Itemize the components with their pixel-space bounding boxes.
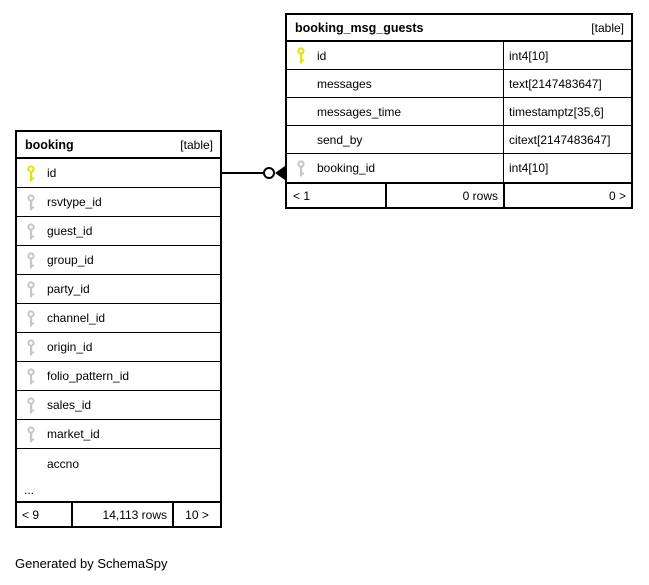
foreign-key-icon xyxy=(27,222,35,240)
column-name: booking_id xyxy=(317,161,376,175)
column-type: int4[10] xyxy=(503,154,631,182)
column-row: sales_id xyxy=(17,391,220,420)
column-name: party_id xyxy=(47,282,90,296)
foreign-key-icon xyxy=(27,251,35,269)
table-booking[interactable]: booking [table] id rsvtype_id guest_id xyxy=(15,130,222,528)
column-name: folio_pattern_id xyxy=(47,369,130,383)
column-name: messages xyxy=(317,76,372,91)
foreign-key-icon xyxy=(27,280,35,298)
pager-next: 0 > xyxy=(608,188,626,203)
column-name: guest_id xyxy=(47,224,93,238)
column-row: messages_time timestamptz[35,6] xyxy=(287,98,631,126)
column-name: accno xyxy=(47,456,80,471)
column-row: accno xyxy=(17,449,220,478)
table-header: booking_msg_guests [table] xyxy=(287,15,631,42)
foreign-key-icon xyxy=(27,396,35,414)
column-name: sales_id xyxy=(47,398,92,412)
generator-credit: Generated by SchemaSpy xyxy=(15,556,168,571)
column-row: id xyxy=(17,159,220,188)
pager-prev: < 9 xyxy=(22,507,40,522)
column-row: party_id xyxy=(17,275,220,304)
column-row: guest_id xyxy=(17,217,220,246)
column-row: messages text[2147483647] xyxy=(287,70,631,98)
foreign-key-icon xyxy=(297,159,305,177)
foreign-key-icon xyxy=(27,338,35,356)
table-title[interactable]: booking_msg_guests xyxy=(295,20,424,35)
table-type-badge: [table] xyxy=(180,137,213,152)
foreign-key-icon xyxy=(27,367,35,385)
column-row: origin_id xyxy=(17,333,220,362)
column-row: group_id xyxy=(17,246,220,275)
column-name: rsvtype_id xyxy=(47,195,102,209)
column-row: market_id xyxy=(17,420,220,449)
column-name: messages_time xyxy=(317,104,402,119)
pager-next: 10 > xyxy=(185,507,209,522)
table-type-badge: [table] xyxy=(591,20,624,35)
table-pager: < 1 0 rows 0 > xyxy=(287,182,631,207)
table-pager: < 9 14,113 rows 10 > xyxy=(17,501,220,526)
relationship-line xyxy=(222,172,263,174)
column-name: origin_id xyxy=(47,340,93,354)
column-name: channel_id xyxy=(47,311,106,325)
column-name: id xyxy=(47,166,57,180)
column-row: channel_id xyxy=(17,304,220,333)
table-booking-msg-guests[interactable]: booking_msg_guests [table] id int4[10] m… xyxy=(285,13,633,209)
relationship-crowfoot-icon xyxy=(275,166,285,180)
column-row: rsvtype_id xyxy=(17,188,220,217)
column-row: booking_id int4[10] xyxy=(287,154,631,182)
pager-prev: < 1 xyxy=(293,188,311,203)
column-type: int4[10] xyxy=(503,42,631,69)
primary-key-icon xyxy=(297,47,305,64)
column-type: timestamptz[35,6] xyxy=(503,98,631,125)
column-name: market_id xyxy=(47,427,100,441)
column-name: id xyxy=(317,48,327,63)
column-row: send_by citext[2147483647] xyxy=(287,126,631,154)
column-name: send_by xyxy=(317,132,363,147)
column-row: id int4[10] xyxy=(287,42,631,70)
column-type: citext[2147483647] xyxy=(503,126,631,153)
foreign-key-icon xyxy=(27,425,35,443)
foreign-key-icon xyxy=(27,193,35,211)
column-row: folio_pattern_id xyxy=(17,362,220,391)
column-name: group_id xyxy=(47,253,94,267)
table-header: booking [table] xyxy=(17,132,220,159)
primary-key-icon xyxy=(27,164,35,182)
foreign-key-icon xyxy=(27,309,35,327)
table-title[interactable]: booking xyxy=(25,137,74,152)
column-type: text[2147483647] xyxy=(503,70,631,97)
row-count: 0 rows xyxy=(385,184,505,207)
columns-ellipsis: ... xyxy=(24,482,35,497)
relationship-zero-circle xyxy=(263,167,275,179)
row-count: 14,113 rows xyxy=(71,503,174,526)
